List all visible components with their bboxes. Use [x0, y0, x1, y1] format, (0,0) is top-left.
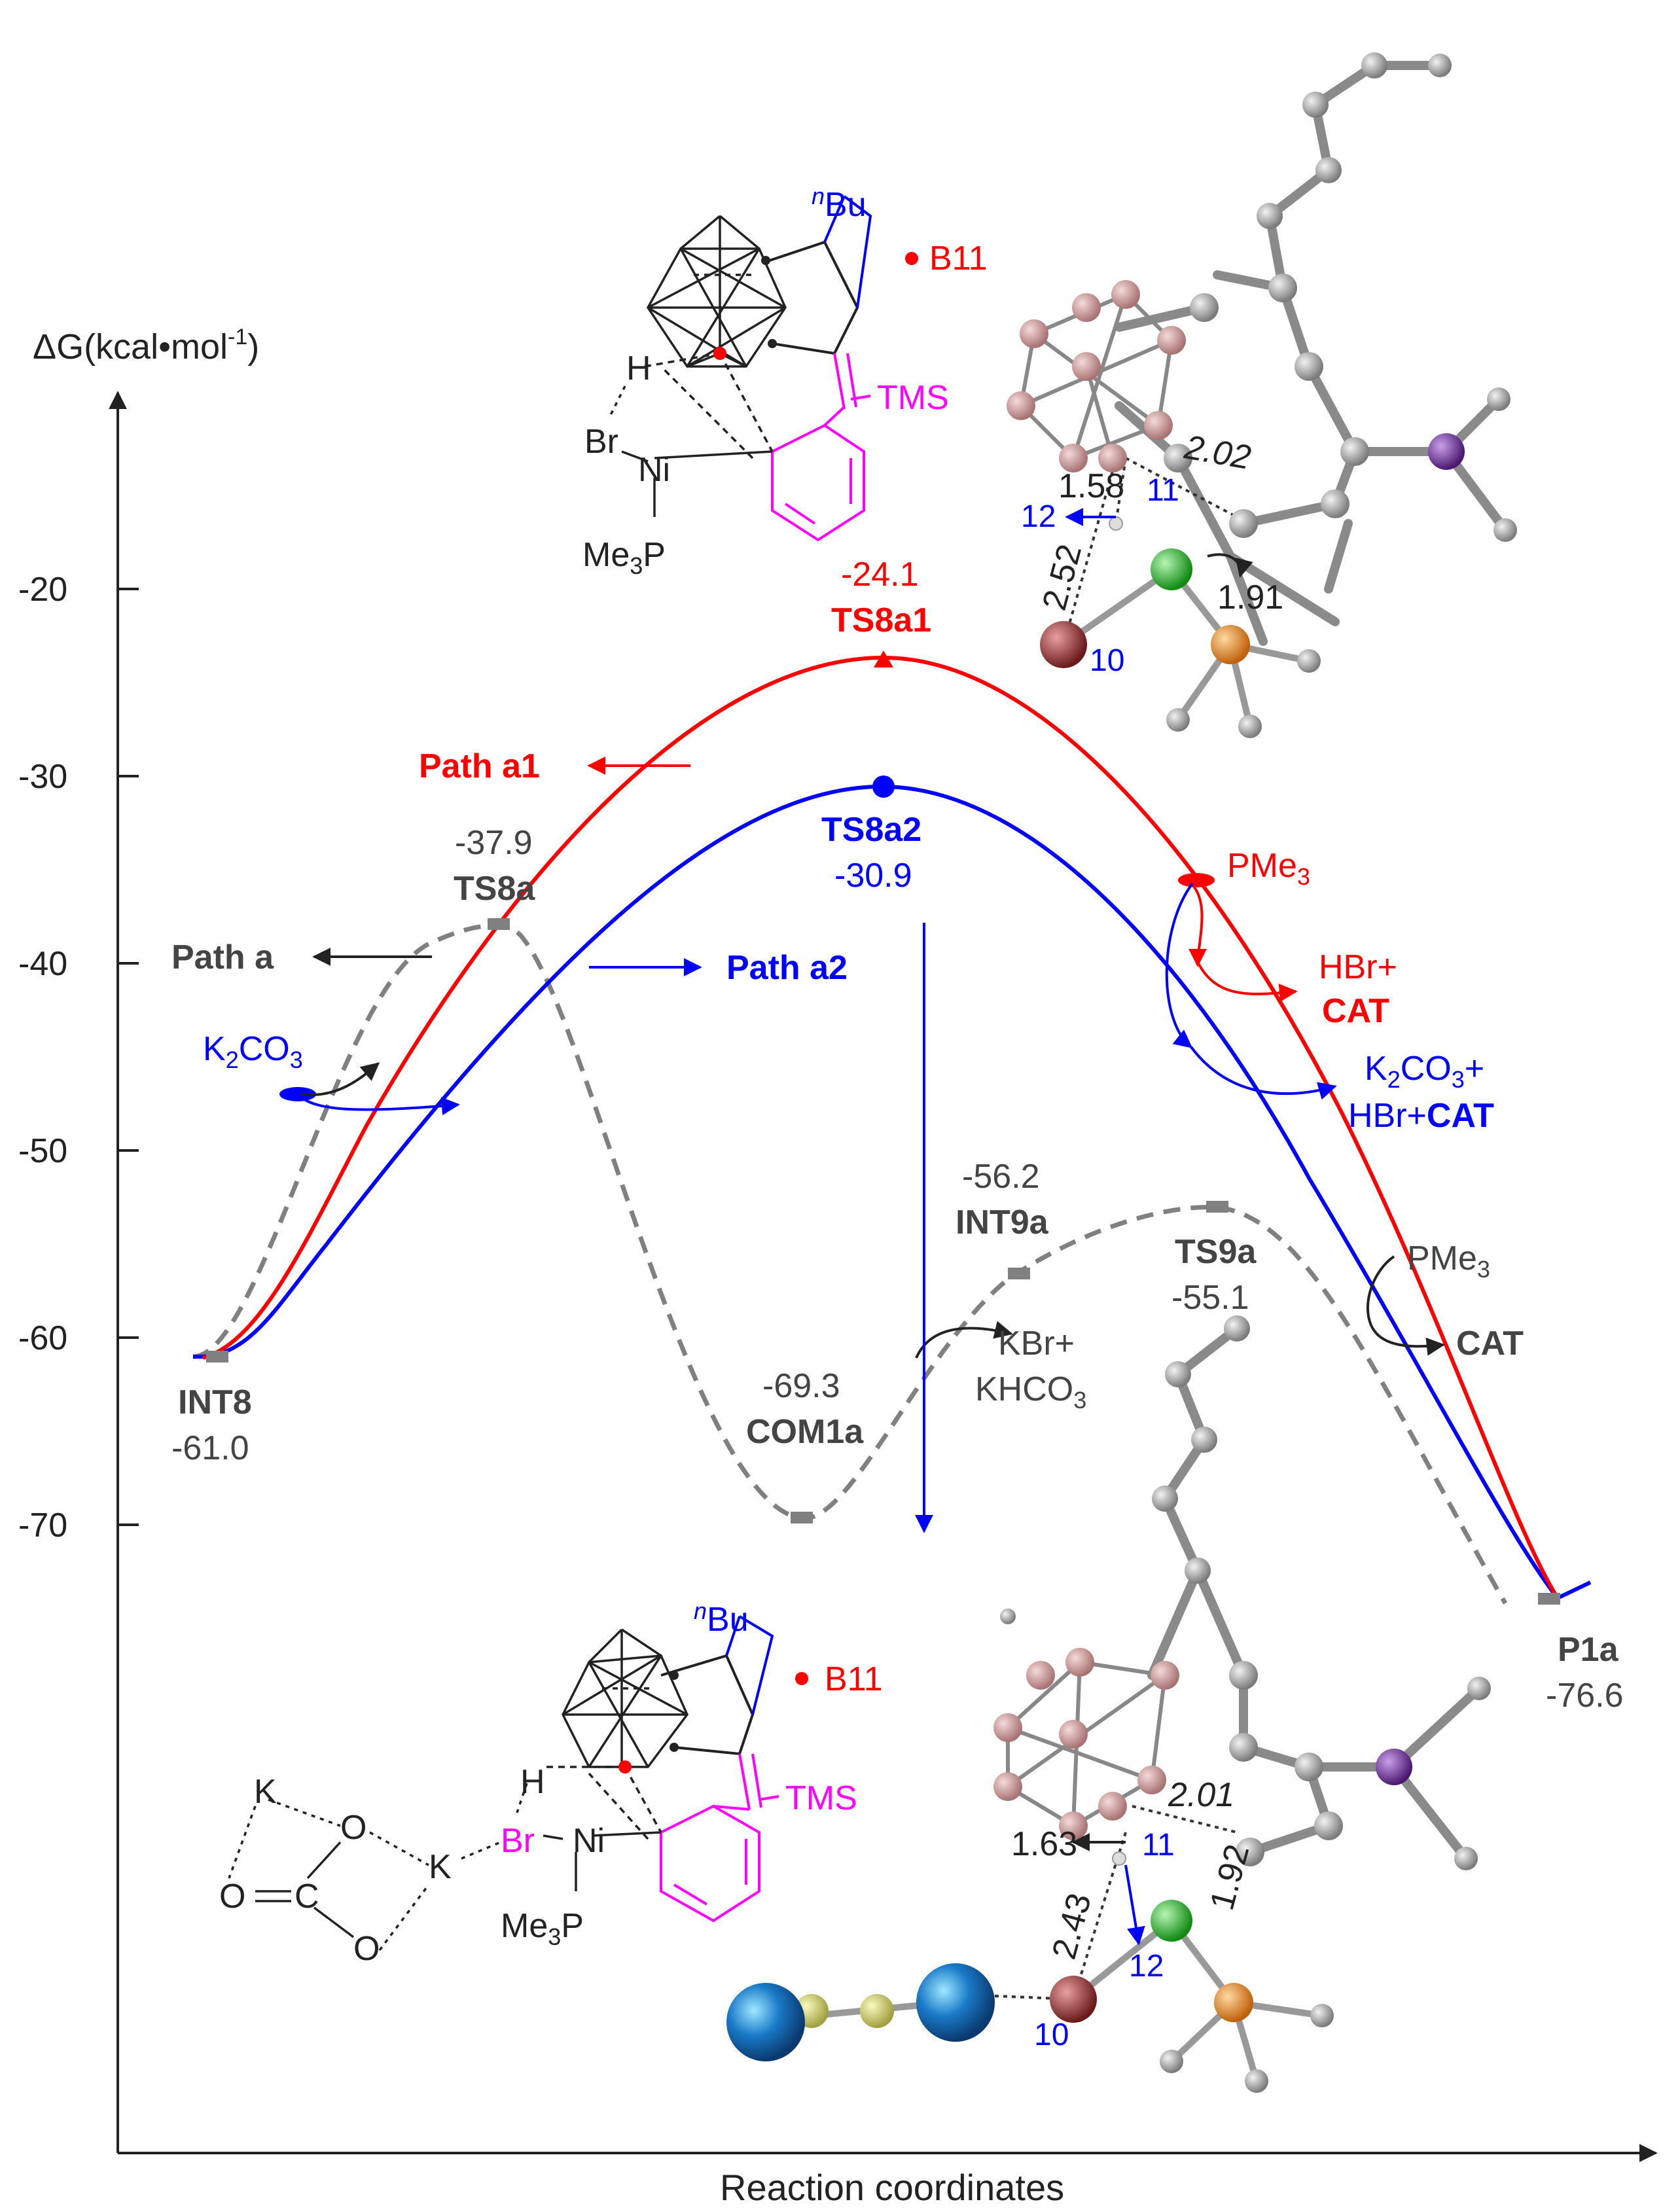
ts9a-name: TS9a: [1175, 1233, 1257, 1271]
path-a1-red-curve: [202, 655, 1560, 1599]
path-a-label: Path a: [171, 938, 432, 976]
y-tick-label: -50: [18, 1132, 67, 1170]
hbr-cat-blue: HBr+CAT: [1348, 1097, 1494, 1135]
ts8a2-name: TS8a2: [821, 811, 921, 849]
svg-text:TMS: TMS: [785, 1779, 857, 1817]
svg-text:B11: B11: [825, 1660, 883, 1698]
int9a-marker: [1008, 1268, 1030, 1279]
svg-text:C: C: [295, 1878, 319, 1915]
com1a-marker: [791, 1512, 813, 1523]
pme3-gray: PMe3 CAT: [1366, 1239, 1524, 1362]
y-axis-label: ΔG(kcal•mol-1): [33, 325, 259, 366]
svg-text:Path a2: Path a2: [726, 949, 848, 987]
svg-text:Me3P: Me3P: [582, 536, 666, 579]
ts8a-name: TS8a: [454, 870, 535, 908]
svg-text:12: 12: [1021, 499, 1056, 534]
svg-text:CAT: CAT: [1456, 1325, 1524, 1362]
svg-text:1.92: 1.92: [1203, 1840, 1257, 1914]
ts8a1-name: TS8a1: [831, 601, 931, 639]
int8-name: INT8: [178, 1383, 252, 1421]
x-axis-label: Reaction coordinates: [720, 2167, 1064, 2208]
svg-text:1.91: 1.91: [1217, 579, 1283, 616]
hbr-cat-red-2: CAT: [1322, 992, 1389, 1030]
svg-text:H: H: [626, 349, 651, 387]
ts9a-value: -55.1: [1171, 1279, 1249, 1317]
p1a-marker: [1538, 1593, 1560, 1605]
svg-text:Me3P: Me3P: [501, 1907, 584, 1950]
ts8a-marker: [488, 918, 510, 930]
svg-text:10: 10: [1090, 643, 1124, 678]
int8-marker: [206, 1351, 228, 1362]
path-a-gray-curve: [192, 923, 1508, 1605]
k2co3-output: K2CO3+: [1365, 1050, 1484, 1093]
y-axis-ticks: -20 -30 -40 -50 -60 -70: [18, 571, 139, 1544]
svg-text:2.52: 2.52: [1035, 541, 1089, 614]
svg-text:Path a1: Path a1: [419, 747, 540, 785]
hbr-cat-red-1: HBr+: [1319, 948, 1397, 986]
svg-text:nBu: nBu: [812, 183, 867, 224]
path-a2-label: Path a2: [589, 949, 848, 987]
svg-text:11: 11: [1142, 1828, 1175, 1862]
svg-text:K2CO3: K2CO3: [203, 1030, 303, 1073]
svg-text:1.63: 1.63: [1011, 1825, 1077, 1863]
svg-text:B11: B11: [929, 240, 988, 277]
com1a-value: -69.3: [762, 1367, 840, 1405]
svg-text:2.02: 2.02: [1181, 428, 1254, 477]
bottom-structure-labels: nBu B11 H Br Ni TMS Me3P K O K O C O: [219, 1597, 883, 1968]
svg-text:11: 11: [1147, 473, 1179, 508]
y-tick-label: -20: [18, 571, 67, 609]
svg-text:Br: Br: [501, 1822, 535, 1860]
svg-text:PMe3: PMe3: [1407, 1239, 1490, 1283]
p1a-name: P1a: [1558, 1631, 1619, 1669]
svg-text:O: O: [219, 1878, 245, 1915]
svg-text:10: 10: [1034, 2018, 1069, 2052]
path-a1-label: Path a1: [419, 747, 690, 785]
pme3-red: PMe3: [1165, 847, 1337, 1100]
com1a-name: COM1a: [746, 1413, 864, 1451]
svg-text:nBu: nBu: [694, 1597, 749, 1639]
int9a-value: -56.2: [962, 1158, 1040, 1196]
kbr-khco3-output: KBr+ KHCO3: [915, 1321, 1086, 1414]
svg-text:K: K: [254, 1773, 277, 1811]
ts8a-value: -37.9: [455, 824, 533, 862]
svg-text:Path a: Path a: [171, 938, 274, 976]
svg-text:12: 12: [1129, 1949, 1164, 1984]
int8-value: -61.0: [171, 1429, 249, 1467]
bottom-3d-model: 2.01 1.63 1.92 2.43 11 12 10: [726, 1315, 1491, 2093]
ts8a1-marker: [874, 650, 893, 668]
svg-text:2.43: 2.43: [1045, 1889, 1099, 1963]
svg-text:O: O: [340, 1809, 366, 1847]
bottom-chemical-structure: [228, 1615, 779, 1951]
path-a2-blue-curve: [192, 784, 1592, 1600]
svg-text:1.58: 1.58: [1058, 467, 1124, 505]
svg-text:TMS: TMS: [877, 379, 949, 417]
svg-text:O: O: [353, 1930, 380, 1968]
top-structure-labels: nBu B11 H Br Ni TMS Me3P: [582, 183, 988, 579]
ts8a2-value: -30.9: [834, 857, 912, 895]
svg-text:Ni: Ni: [573, 1822, 605, 1860]
top-chemical-structure: [607, 195, 872, 542]
y-tick-label: -30: [18, 758, 67, 796]
svg-text:PMe3: PMe3: [1227, 847, 1310, 890]
top-3d-model: 1.58 2.02 2.52 1.91 12 11 10: [1007, 52, 1517, 738]
svg-text:KHCO3: KHCO3: [975, 1370, 1086, 1414]
svg-text:2.01: 2.01: [1168, 1776, 1234, 1814]
y-tick-label: -40: [18, 945, 67, 983]
ts8a2-marker: [872, 775, 895, 798]
ts9a-marker: [1206, 1201, 1228, 1213]
p1a-value: -76.6: [1546, 1677, 1624, 1715]
int9a-name: INT9a: [956, 1203, 1049, 1241]
svg-text:K: K: [429, 1848, 452, 1886]
svg-text:KBr+: KBr+: [998, 1325, 1075, 1362]
k2co3-input: K2CO3: [203, 1030, 460, 1116]
y-tick-label: -60: [18, 1319, 67, 1357]
svg-text:Br: Br: [584, 423, 618, 461]
svg-text:Ni: Ni: [638, 451, 670, 489]
svg-text:H: H: [520, 1763, 545, 1801]
y-tick-label: -70: [18, 1506, 67, 1544]
ts8a1-value: -24.1: [841, 556, 919, 594]
